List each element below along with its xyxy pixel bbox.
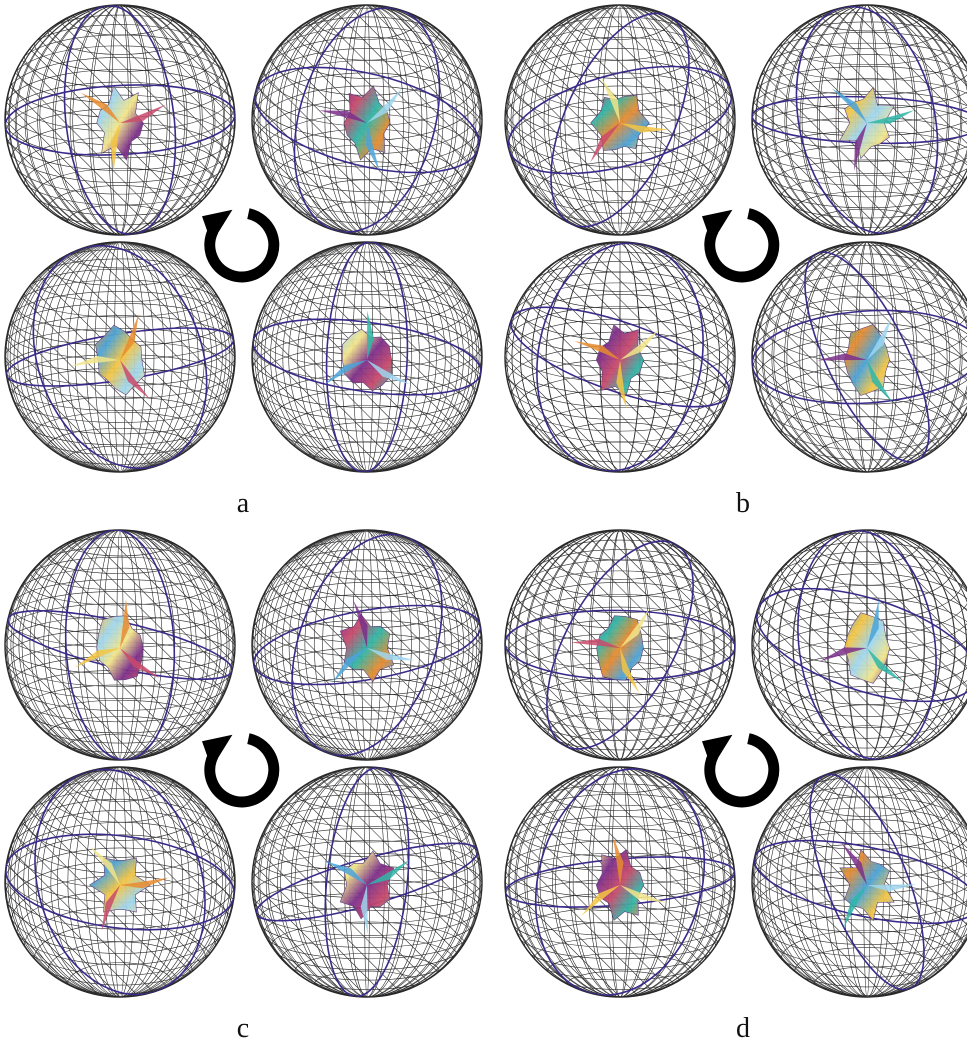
caption-b: b bbox=[713, 488, 773, 520]
panel-b bbox=[500, 0, 967, 475]
caption-c: c bbox=[213, 1013, 273, 1045]
rotation-arrow-icon bbox=[202, 735, 274, 802]
panel-a bbox=[0, 0, 485, 475]
rotation-arrow-icon bbox=[702, 210, 774, 277]
rotation-arrow-icon bbox=[702, 735, 774, 802]
rotation-arrow-icon bbox=[202, 210, 274, 277]
panel-d bbox=[500, 525, 967, 1000]
panel-c bbox=[0, 525, 485, 1000]
caption-a: a bbox=[213, 488, 273, 520]
caption-d: d bbox=[713, 1013, 773, 1045]
